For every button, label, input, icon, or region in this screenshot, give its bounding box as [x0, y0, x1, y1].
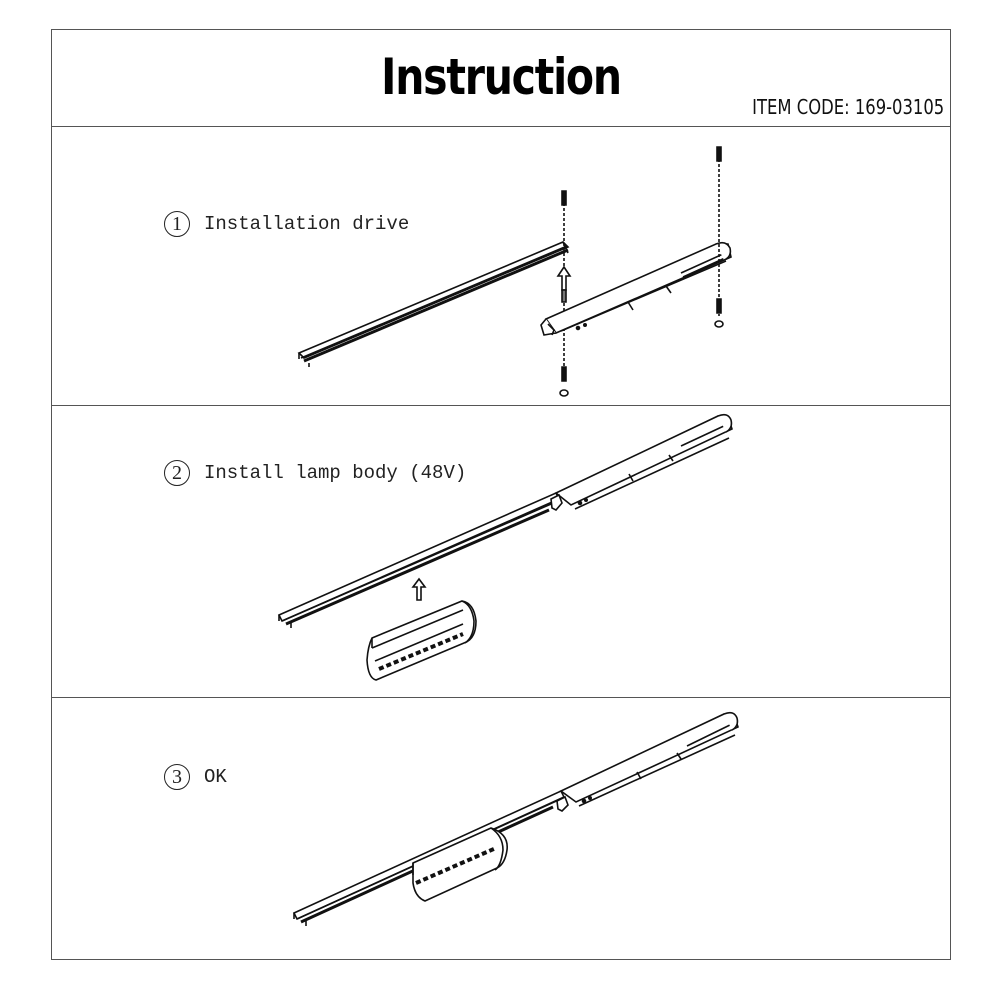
step-number-badge: 3 — [164, 764, 190, 790]
step-3-label: 3 OK — [164, 764, 227, 790]
step-3-text: OK — [204, 766, 227, 788]
step-number-badge: 2 — [164, 460, 190, 486]
step-3-illustration — [52, 698, 952, 959]
lamp-module-icon — [367, 601, 476, 680]
instruction-sheet: Instruction ITEM CODE: 169-03105 1 Insta… — [51, 29, 951, 960]
lamp-module-icon — [413, 828, 507, 901]
step-number-badge: 1 — [164, 211, 190, 237]
driver-box-icon — [557, 713, 738, 811]
step-2-section: 2 Install lamp body (48V) — [52, 406, 950, 698]
step-2-illustration — [52, 406, 952, 698]
header: Instruction ITEM CODE: 169-03105 — [52, 30, 950, 127]
track-rail-icon — [279, 493, 559, 628]
step-2-label: 2 Install lamp body (48V) — [164, 460, 466, 486]
step-3-section: 3 OK — [52, 698, 950, 959]
item-code: ITEM CODE: 169-03105 — [751, 95, 944, 119]
step-1-label: 1 Installation drive — [164, 211, 409, 237]
step-1-section: 1 Installation drive — [52, 127, 950, 406]
up-arrow-icon — [413, 579, 425, 600]
driver-box-icon — [541, 243, 731, 335]
step-1-text: Installation drive — [204, 213, 410, 235]
driver-box-icon — [551, 415, 732, 510]
track-rail-icon — [299, 242, 568, 367]
up-arrow-icon — [558, 267, 570, 302]
screw-right-icon — [715, 147, 723, 327]
page-title: Instruction — [381, 48, 622, 106]
step-1-illustration — [52, 127, 952, 406]
step-2-text: Install lamp body (48V) — [204, 462, 467, 484]
screw-left-icon — [560, 191, 568, 396]
